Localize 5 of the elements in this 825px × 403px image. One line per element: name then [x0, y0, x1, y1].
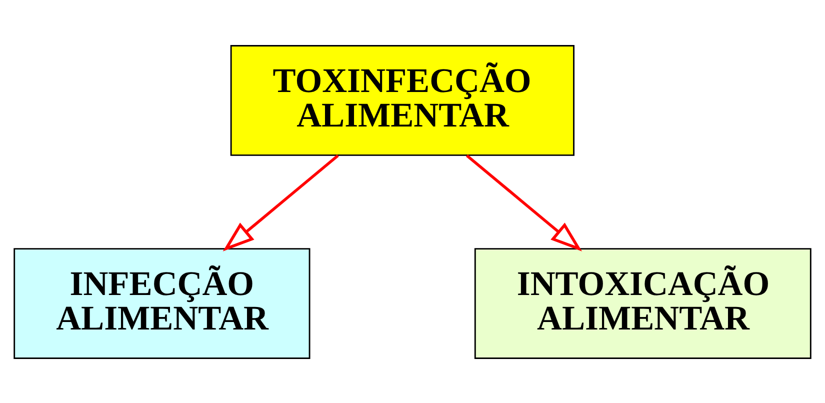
node-box: TOXINFECÇÃO ALIMENTAR: [230, 44, 574, 156]
arrow: [466, 154, 582, 251]
node-box: INFECÇÃO ALIMENTAR: [14, 248, 310, 358]
node-box: INTOXICAÇÃO ALIMENTAR: [474, 248, 812, 358]
arrow: [222, 154, 339, 251]
